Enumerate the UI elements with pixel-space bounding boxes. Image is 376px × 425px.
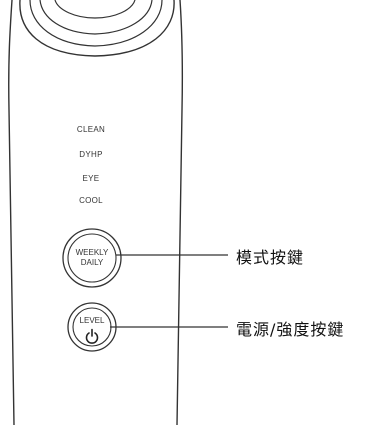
- device-left-edge: [8, 0, 15, 425]
- mode-button[interactable]: WEEKLY DAILY: [62, 248, 122, 268]
- level-button-label: LEVEL: [79, 316, 105, 325]
- level-button[interactable]: LEVEL: [62, 316, 122, 326]
- head-inner-ring: [39, 0, 153, 35]
- mode-button-line2: DAILY: [80, 258, 104, 267]
- power-icon: [85, 328, 99, 344]
- mode-label-eye: EYE: [82, 174, 100, 183]
- head-outer-ring: [19, 0, 175, 57]
- mode-label-clean: CLEAN: [76, 125, 106, 134]
- device-right-edge: [176, 0, 184, 425]
- mode-label-cool: COOL: [79, 196, 103, 205]
- head-mid-ring: [29, 0, 163, 47]
- head-core: [54, 0, 136, 19]
- mode-label-dyhp: DYHP: [79, 150, 103, 159]
- mode-button-line1: WEEKLY: [75, 248, 109, 257]
- mode-button-outer: [62, 228, 122, 288]
- mode-button-callout: 模式按鍵: [236, 248, 305, 267]
- mode-button-inner: [67, 233, 117, 283]
- level-button-callout: 電源/強度按鍵: [236, 320, 345, 339]
